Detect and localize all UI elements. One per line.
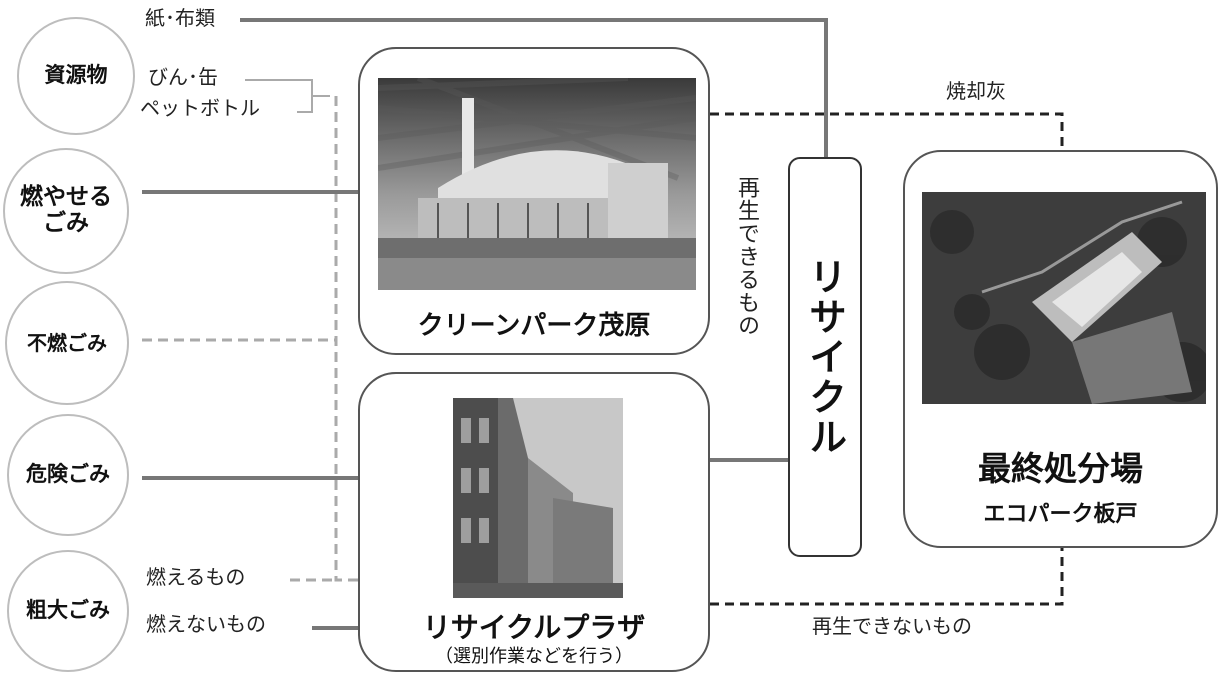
facility-landfill: 最終処分場 エコパーク板戸	[903, 150, 1218, 548]
incineration-ash-label: 焼却灰	[946, 79, 1006, 103]
landfill-photo	[922, 192, 1206, 404]
source-noncombustible-label: 不燃ごみ	[27, 330, 107, 355]
non-recyclable-label: 再生できないもの	[812, 614, 972, 638]
facility-recycle-plaza: リサイクルプラザ （選別作業などを行う）	[358, 372, 710, 672]
recycle-box: リサイクル	[788, 157, 862, 557]
paper-cloth-label: 紙･布類	[145, 6, 215, 30]
recyclable-label: 再生できるもの	[734, 176, 759, 337]
facility-clean-park: クリーンパーク茂原	[358, 47, 710, 355]
nonrecyclable-line	[710, 548, 1064, 606]
source-resources-label: 資源物	[44, 63, 108, 88]
clean-park-photo	[378, 78, 696, 290]
source-noncombustible: 不燃ごみ	[5, 281, 129, 405]
recycle-box-label: リサイクル	[802, 257, 847, 457]
recycle-plaza-photo	[453, 398, 623, 598]
ash-line	[710, 112, 1064, 150]
paper-line	[240, 18, 828, 157]
recycle-plaza-name: リサイクルプラザ	[422, 611, 646, 644]
landfill-subname: エコパーク板戸	[983, 502, 1138, 527]
source-burnable: 燃やせるごみ	[3, 148, 129, 274]
recycle-plaza-note: （選別作業などを行う）	[435, 646, 633, 667]
source-oversized-label: 粗大ごみ	[26, 598, 110, 623]
pet-bottles-label: ペットボトル	[140, 96, 260, 120]
source-resources: 資源物	[17, 17, 135, 135]
oversized-noncombustible-label: 燃えないもの	[146, 612, 266, 636]
source-oversized: 粗大ごみ	[7, 550, 129, 672]
gray-dashed-trunk	[334, 96, 358, 582]
source-hazardous: 危険ごみ	[7, 414, 129, 536]
source-hazardous-label: 危険ごみ	[26, 462, 110, 487]
clean-park-name: クリーンパーク茂原	[417, 311, 651, 341]
source-burnable-label: 燃やせるごみ	[20, 184, 112, 236]
bottles-cans-label: びん･缶	[148, 65, 218, 89]
oversized-combustible-label: 燃えるもの	[146, 565, 246, 589]
landfill-name: 最終処分場	[978, 449, 1143, 488]
